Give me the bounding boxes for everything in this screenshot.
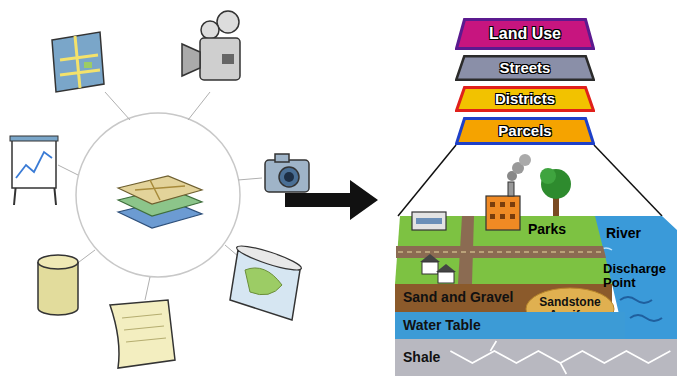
video-camera-icon [182,11,240,80]
document-icon [110,300,175,368]
place-label: River [606,226,641,241]
map-layer-band-outline [457,20,594,49]
layer-name: Shale [403,350,440,365]
water-band-outline [395,312,625,339]
layer-name: Sand and Gravel [403,290,513,305]
layer-name: Districts [495,91,555,108]
layer-name: Water Table [403,318,481,333]
transform-arrow [285,180,378,220]
pyramid-line [594,145,662,216]
chart-easel-icon [10,136,58,205]
map-layer-band: Land Use [455,18,595,50]
water-band: Water Table [395,312,625,339]
rock-band-outline [395,339,677,376]
layer-stack-icon [118,176,202,228]
factory [486,154,531,230]
map-layer-band: Streets [455,55,595,81]
map-layer-band-outline [457,119,594,144]
map-layer-band-outline [456,56,594,80]
tree [540,168,571,216]
place-label: Parks [528,222,566,237]
layer-name: Land Use [489,25,561,43]
layer-name: Parcels [498,123,551,140]
map-layer-band-outline [457,88,594,111]
map-icon [52,32,104,92]
rock-band: Shale [395,339,677,376]
photo-camera-icon [265,154,309,192]
source-spokes [58,92,262,300]
place-label: Discharge Point [603,262,675,291]
source-ring [76,113,240,277]
rock-cracks [450,341,670,374]
database-icon [38,255,78,315]
pyramid-line [398,145,456,216]
map-layer-band: Parcels [455,117,595,145]
shop-building [412,212,446,230]
houses [420,250,462,283]
scroll-map-icon [230,242,303,320]
layer-name: Streets [500,60,551,77]
map-layer-band: Districts [455,86,595,112]
